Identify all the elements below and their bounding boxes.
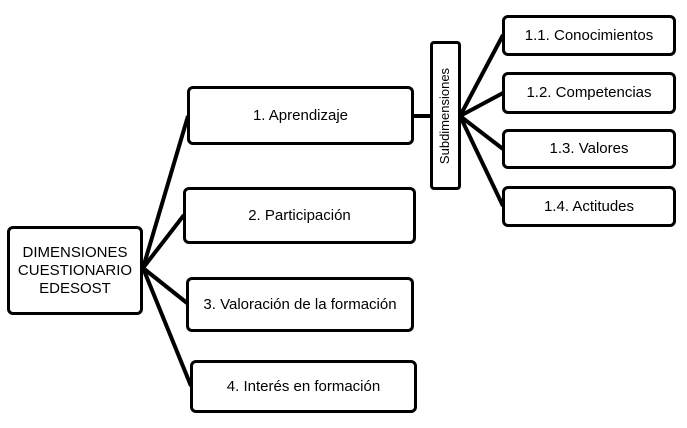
dimension-label-valoracion: 3. Valoración de la formación	[203, 295, 397, 313]
connector-root-dim1	[141, 115, 190, 269]
subdimension-node-conocimientos: 1.1. Conocimientos	[502, 15, 676, 56]
connector-root-dim3	[141, 266, 189, 305]
dimension-label-aprendizaje: 1. Aprendizaje	[252, 106, 349, 124]
root-node-text: DIMENSIONES CUESTIONARIO EDESOST	[18, 244, 132, 298]
connector-sub-s4	[458, 115, 505, 207]
dimension-node-valoracion: 3. Valoración de la formación	[186, 277, 414, 332]
root-line-3: EDESOST	[39, 279, 111, 297]
subdimensions-label: Subdimensiones	[437, 67, 453, 164]
connector-sub-s2	[459, 91, 504, 118]
subdimension-label-valores: 1.3. Valores	[549, 140, 629, 157]
dimension-node-aprendizaje: 1. Aprendizaje	[187, 86, 414, 145]
dimension-label-interes: 4. Interés en formación	[226, 377, 381, 395]
connector-root-dim4	[141, 267, 193, 387]
subdimension-node-valores: 1.3. Valores	[502, 129, 676, 169]
dimension-node-participacion: 2. Participación	[183, 187, 416, 244]
subdimension-label-conocimientos: 1.1. Conocimientos	[524, 26, 654, 44]
subdimension-node-competencias: 1.2. Competencias	[502, 72, 676, 114]
connector-sub-s1	[458, 34, 505, 117]
root-node-dimensiones-cuestionario: DIMENSIONES CUESTIONARIO EDESOST	[7, 226, 143, 315]
connector-root-dim2	[141, 213, 186, 270]
connector-sub-s3	[458, 114, 505, 151]
dimension-label-participacion: 2. Participación	[248, 206, 351, 224]
root-line-1: DIMENSIONES	[22, 243, 128, 261]
subdimension-label-competencias: 1.2. Competencias	[526, 84, 652, 101]
subdimension-node-actitudes: 1.4. Actitudes	[502, 186, 676, 227]
subdimensions-node: Subdimensiones	[430, 41, 461, 190]
root-line-2: CUESTIONARIO	[17, 261, 133, 279]
dimension-node-interes: 4. Interés en formación	[190, 360, 417, 413]
subdimension-label-actitudes: 1.4. Actitudes	[543, 197, 635, 215]
